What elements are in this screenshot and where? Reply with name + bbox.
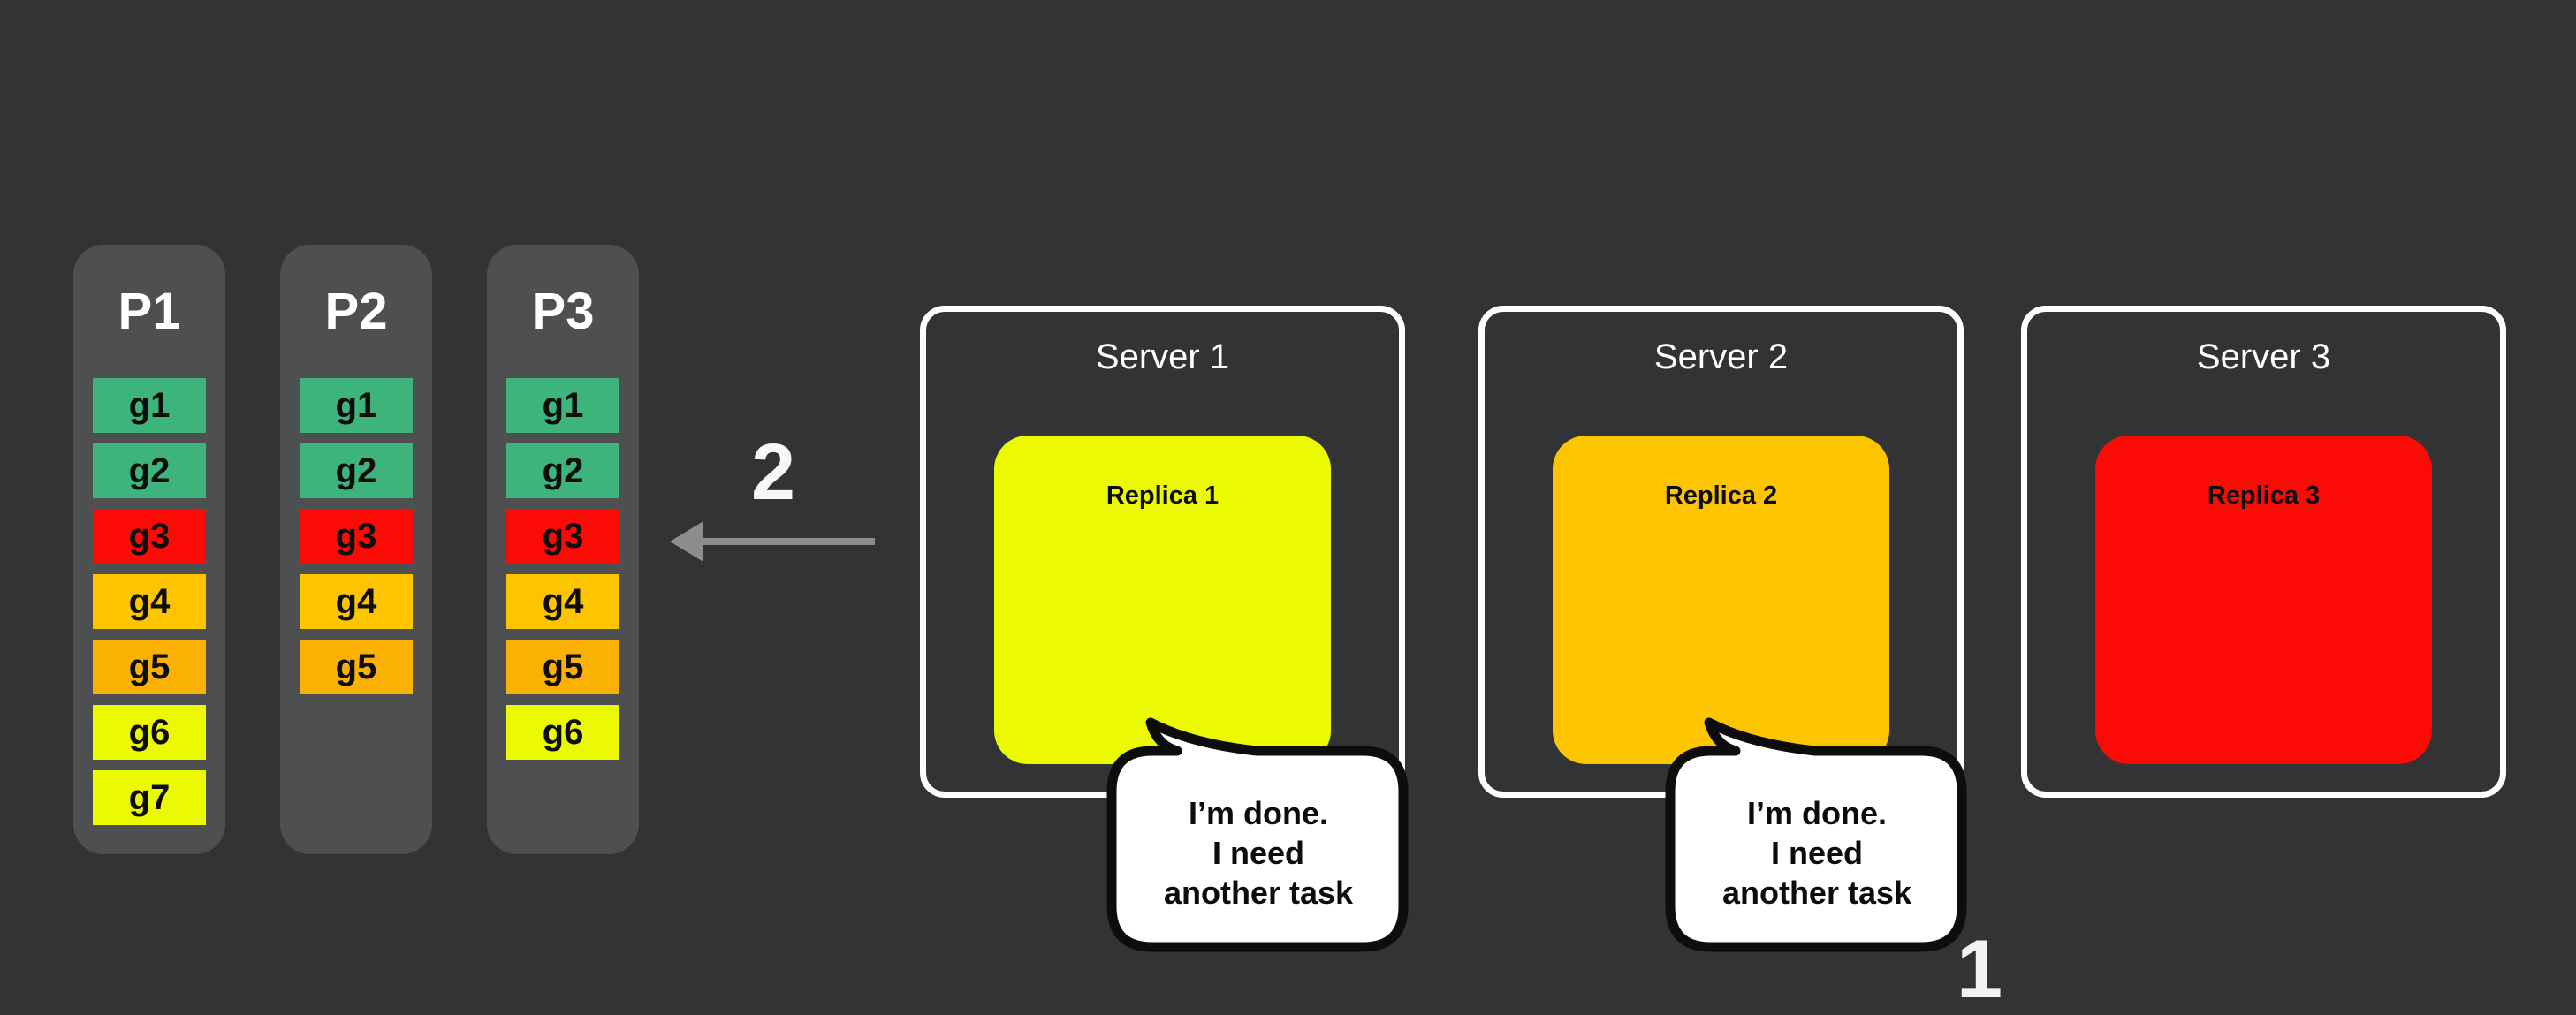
speech-bubble-server-1: I’m done. I need another task	[1106, 717, 1410, 954]
task-g6: g6	[506, 705, 619, 760]
task-g3: g3	[93, 509, 206, 564]
server-2-title: Server 2	[1653, 337, 1789, 376]
bubble-line-3: another task	[1163, 875, 1354, 911]
bubble-line-1: I’m done.	[1746, 795, 1887, 831]
speech-bubble-shape	[1106, 717, 1409, 952]
replica-1-box: Replica 1	[994, 436, 1331, 764]
task-g5: g5	[300, 640, 413, 694]
task-g2: g2	[506, 443, 619, 498]
speech-bubble-server-2: I’m done. I need another task	[1665, 717, 1969, 954]
speech-bubble-shape	[1665, 717, 1967, 952]
replica-3-box: Replica 3	[2095, 436, 2432, 764]
task-g3: g3	[506, 509, 619, 564]
server-1-box: Server 1 Replica 1	[920, 306, 1405, 798]
bubble-line-3: another task	[1721, 875, 1912, 911]
bubble-line-2: I need	[1212, 835, 1305, 871]
server-1-title: Server 1	[1095, 337, 1230, 376]
server-3-box: Server 3 Replica 3	[2021, 306, 2506, 798]
task-g4: g4	[93, 574, 206, 629]
task-g1: g1	[300, 378, 413, 433]
task-g5: g5	[93, 640, 206, 694]
replica-3-label: Replica 3	[2207, 481, 2321, 510]
speech-bubble-text: I’m done. I need another task	[1106, 793, 1410, 913]
task-g2: g2	[300, 443, 413, 498]
partition-p2: P2 g1 g2 g3 g4 g5	[280, 245, 432, 854]
left-arrow-icon	[663, 495, 884, 592]
partition-p2-title: P2	[324, 283, 388, 340]
server-2-box: Server 2 Replica 2	[1478, 306, 1964, 798]
task-g5: g5	[506, 640, 619, 694]
bubble-line-2: I need	[1770, 835, 1864, 871]
diagram-canvas: P1 g1 g2 g3 g4 g5 g6 g7 P2 g1 g2 g3 g4 g…	[73, 245, 2506, 1011]
speech-bubble-text: I’m done. I need another task	[1665, 793, 1969, 913]
task-g1: g1	[93, 378, 206, 433]
task-g4: g4	[300, 574, 413, 629]
partition-p1-title: P1	[118, 283, 181, 340]
task-g6: g6	[93, 705, 206, 760]
server-3-title: Server 3	[2196, 337, 2331, 376]
task-g4: g4	[506, 574, 619, 629]
partition-p3: P3 g1 g2 g3 g4 g5 g6	[487, 245, 639, 854]
step-2-label: 2	[750, 428, 796, 517]
replica-1-label: Replica 1	[1106, 481, 1220, 510]
replica-2-box: Replica 2	[1553, 436, 1889, 764]
bubble-line-1: I’m done.	[1188, 795, 1328, 831]
task-g7: g7	[93, 770, 206, 825]
replica-2-label: Replica 2	[1664, 481, 1778, 510]
task-g2: g2	[93, 443, 206, 498]
task-g1: g1	[506, 378, 619, 433]
partition-p3-title: P3	[531, 283, 595, 340]
task-g3: g3	[300, 509, 413, 564]
partition-p1: P1 g1 g2 g3 g4 g5 g6 g7	[73, 245, 225, 854]
